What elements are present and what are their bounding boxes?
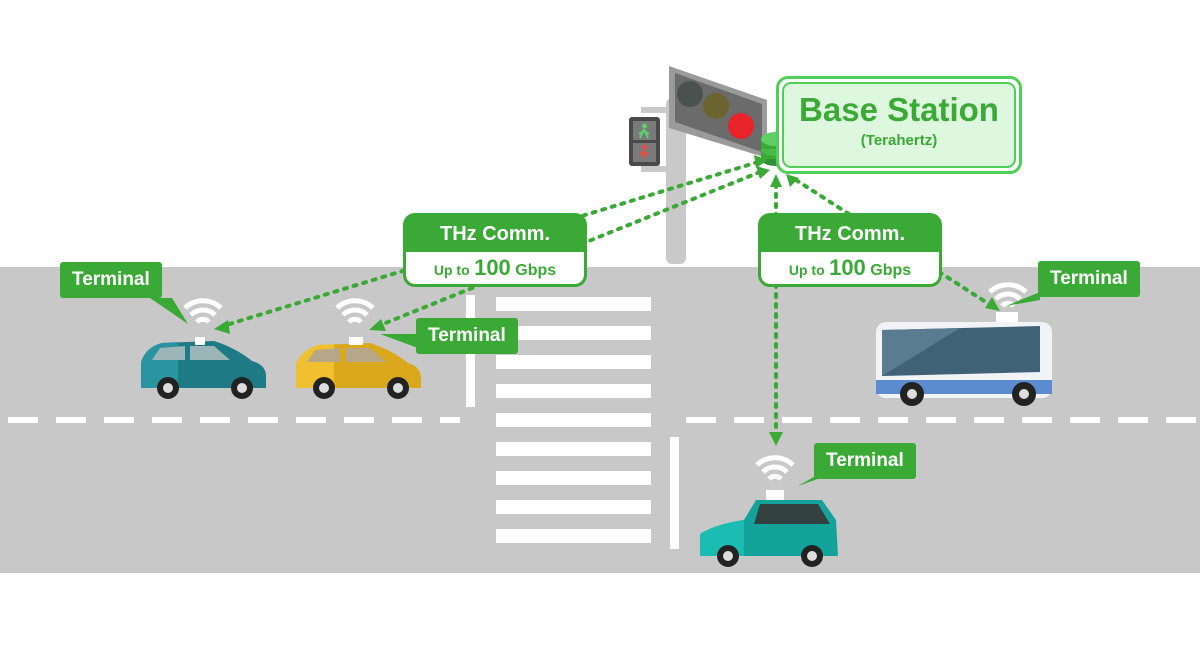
wifi-icon xyxy=(183,298,223,324)
wifi-icon xyxy=(335,298,375,324)
link-to-bus xyxy=(794,178,994,308)
base-station-title: Base Station xyxy=(799,91,999,128)
rate-unit: Gbps xyxy=(870,262,912,279)
traffic-light-pole xyxy=(641,98,686,264)
terminal-tag-taxi: Terminal xyxy=(814,443,916,479)
taxi-icon xyxy=(700,490,838,567)
base-station-subtitle: (Terahertz) xyxy=(860,132,938,149)
bus-icon xyxy=(876,312,1052,406)
link-to-yellow-taxi xyxy=(376,170,762,328)
arrow-head xyxy=(214,320,230,334)
teal-car-icon xyxy=(141,337,266,399)
arrow-head xyxy=(754,155,768,168)
link-arrowheads xyxy=(214,155,1000,446)
rate-prefix: Up to xyxy=(433,262,470,278)
pedestrian-signal-icon xyxy=(629,117,660,166)
arrow-head xyxy=(786,174,799,187)
arrow-head xyxy=(756,166,770,179)
thz-comm-label: THz Comm. xyxy=(795,223,905,245)
thz-comm-box-left: THz Comm. Up to 100 Gbps xyxy=(403,213,587,287)
rate-prefix: Up to xyxy=(788,262,825,278)
rate-value: 100 xyxy=(474,255,511,280)
stop-line-right xyxy=(670,437,679,549)
crosswalk xyxy=(496,297,651,543)
yellow-taxi-icon xyxy=(296,337,421,399)
wifi-icon xyxy=(755,455,795,481)
terminal-tag-teal-car: Terminal xyxy=(60,262,162,298)
thz-rate: Up to 100 Gbps xyxy=(761,252,939,284)
base-station-label: Base Station (Terahertz) xyxy=(776,76,1022,174)
rate-value: 100 xyxy=(829,255,866,280)
thz-comm-box-right: THz Comm. Up to 100 Gbps xyxy=(758,213,942,287)
thz-comm-label: THz Comm. xyxy=(440,223,550,245)
rate-unit: Gbps xyxy=(515,262,557,279)
terminal-tag-yellow-taxi: Terminal xyxy=(416,318,518,354)
traffic-light-icon xyxy=(669,66,767,158)
arrow-head xyxy=(770,174,782,187)
thz-rate: Up to 100 Gbps xyxy=(406,252,584,284)
arrow-head xyxy=(769,432,783,446)
arrow-head xyxy=(985,297,1000,311)
arrow-head xyxy=(369,319,386,331)
terminal-tag-bus: Terminal xyxy=(1038,261,1140,297)
wifi-icon xyxy=(988,282,1028,308)
